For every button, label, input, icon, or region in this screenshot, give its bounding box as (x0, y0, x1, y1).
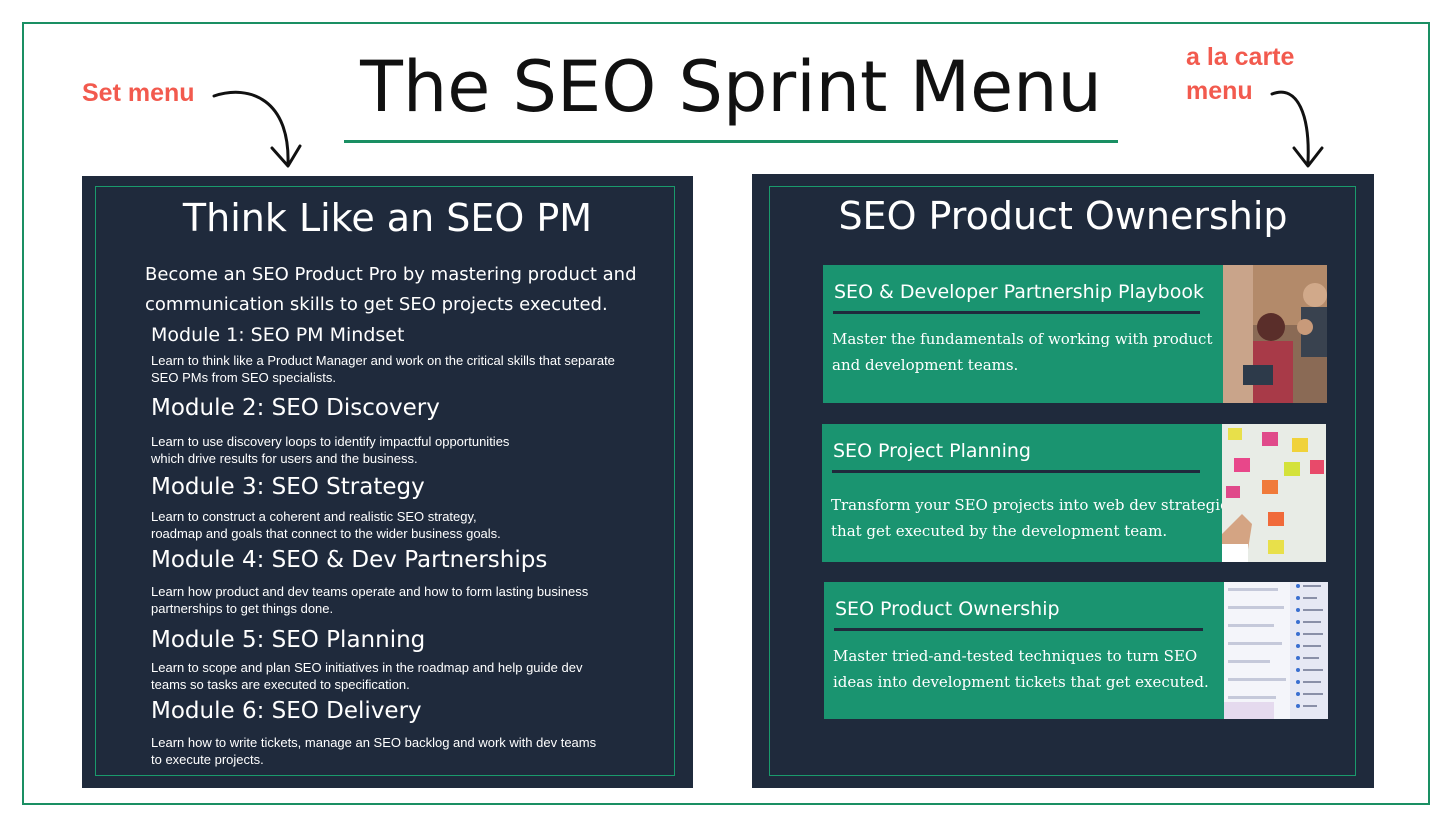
intro-line: Become an SEO Product Pro by mastering p… (145, 264, 637, 285)
card-divider (832, 470, 1200, 473)
set-menu-panel: Think Like an SEO PM Become an SEO Produ… (82, 176, 693, 788)
card-divider (833, 311, 1200, 314)
panel-title: Think Like an SEO PM (182, 196, 593, 240)
card-divider (834, 628, 1203, 631)
panel-intro: Become an SEO Product Pro by mastering p… (145, 260, 637, 320)
course-card[interactable]: SEO & Developer Partnership Playbook Mas… (823, 265, 1327, 403)
card-description: Master the fundamentals of working with … (832, 326, 1213, 378)
course-card[interactable]: SEO Project Planning Transform your SEO … (822, 424, 1326, 562)
module-title: Module 5: SEO Planning (151, 627, 426, 653)
card-desc-line: Master tried-and-tested techniques to tu… (833, 647, 1198, 665)
module-description: Learn to think like a Product Manager an… (151, 353, 615, 385)
page-title: The SEO Sprint Menu (360, 46, 1102, 128)
module-description: Learn how to write tickets, manage an SE… (151, 735, 597, 767)
card-title: SEO & Developer Partnership Playbook (834, 281, 1204, 303)
set-menu-label: Set menu (82, 79, 195, 107)
office-team-photo (1223, 265, 1327, 403)
module-description: Learn how product and dev teams operate … (151, 584, 589, 616)
sticky-notes-photo (1222, 424, 1326, 562)
card-desc-line: that get executed by the development tea… (831, 522, 1168, 540)
module-title: Module 2: SEO Discovery (151, 395, 440, 421)
card-desc-line: Transform your SEO projects into web dev… (831, 496, 1237, 514)
course-card[interactable]: SEO Product Ownership Master tried-and-t… (824, 582, 1328, 719)
card-description: Transform your SEO projects into web dev… (831, 492, 1237, 544)
ticket-list-photo (1224, 582, 1328, 719)
panel-title: SEO Product Ownership (838, 194, 1288, 238)
panel-border (95, 186, 675, 776)
a-la-carte-line1: a la carte (1186, 43, 1295, 71)
card-title: SEO Product Ownership (835, 598, 1060, 620)
card-title: SEO Project Planning (833, 440, 1031, 462)
page-frame (22, 22, 1430, 805)
module-description: Learn to scope and plan SEO initiatives … (151, 660, 583, 692)
card-description: Master tried-and-tested techniques to tu… (833, 643, 1209, 695)
module-title: Module 3: SEO Strategy (151, 474, 425, 500)
module-title: Module 4: SEO & Dev Partnerships (151, 547, 548, 573)
curved-arrow-icon (212, 90, 302, 168)
intro-line: communication skills to get SEO projects… (145, 294, 608, 315)
module-title: Module 1: SEO PM Mindset (151, 324, 405, 346)
curved-arrow-icon (1270, 90, 1324, 168)
module-title: Module 6: SEO Delivery (151, 698, 422, 724)
panel-border (769, 186, 1356, 776)
module-description: Learn to use discovery loops to identify… (151, 434, 510, 466)
module-description: Learn to construct a coherent and realis… (151, 509, 501, 541)
title-underline (344, 140, 1118, 143)
card-desc-line: and development teams. (832, 356, 1019, 374)
a-la-carte-label: a la carte menu (1186, 40, 1294, 108)
card-desc-line: Master the fundamentals of working with … (832, 330, 1213, 348)
card-desc-line: ideas into development tickets that get … (833, 673, 1209, 691)
a-la-carte-line2: menu (1186, 77, 1253, 105)
